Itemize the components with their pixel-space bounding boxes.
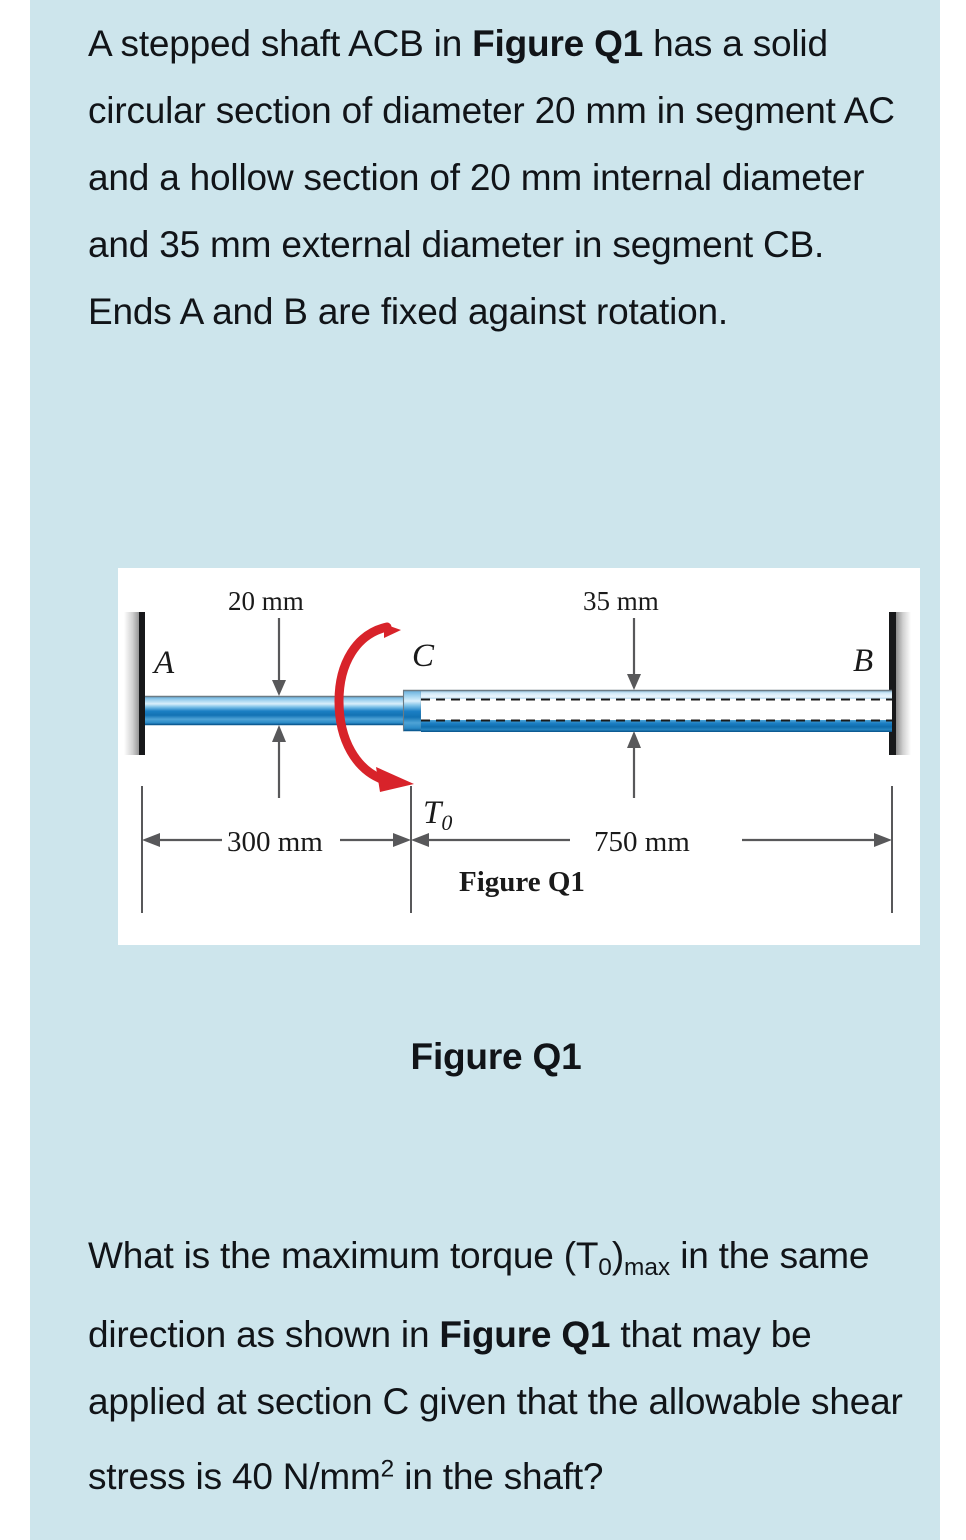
fixed-support-b [889, 612, 911, 755]
fixed-support-a [124, 612, 145, 755]
dimension-20mm: 20 mm [228, 586, 304, 798]
intro-paragraph: A stepped shaft ACB in Figure Q1 has a s… [88, 10, 904, 345]
figure-q1-image: A C B T0 20 mm 35 mm [118, 568, 920, 945]
intro-text-2: has a solid circular section of diameter… [88, 23, 895, 332]
svg-text:750 mm: 750 mm [594, 826, 690, 858]
intro-figure-ref: Figure Q1 [472, 23, 644, 64]
extension-lines [141, 786, 893, 913]
figure-caption: Figure Q1 [410, 1036, 582, 1077]
intro-text-1: A stepped shaft ACB in [88, 23, 473, 64]
label-c: C [412, 638, 435, 674]
label-a: A [152, 645, 175, 681]
svg-text:35 mm: 35 mm [583, 586, 659, 616]
dimension-750mm: 750 mm [411, 826, 892, 858]
shaft-step-collar-c [402, 689, 423, 732]
question-figure-ref: Figure Q1 [439, 1313, 611, 1355]
dimension-300mm: 300 mm [142, 826, 411, 858]
torque-arrow [334, 622, 414, 792]
svg-text:20 mm: 20 mm [228, 586, 304, 616]
shaft-segment-cb-hollow [421, 689, 892, 732]
label-b: B [853, 643, 873, 679]
question-text-1: What is the maximum torque (T0)max in th… [88, 1235, 870, 1355]
figure-inner-caption: Figure Q1 [459, 866, 585, 898]
shaft-segment-ac-solid [145, 695, 403, 726]
label-torque: T0 [423, 795, 452, 835]
content-panel: A stepped shaft ACB in Figure Q1 has a s… [30, 0, 940, 1540]
question-text-2: that may be applied at section C given t… [88, 1313, 903, 1497]
dimension-35mm: 35 mm [583, 586, 659, 798]
svg-text:300 mm: 300 mm [227, 826, 323, 858]
question-paragraph: What is the maximum torque (T0)max in th… [88, 1222, 904, 1510]
